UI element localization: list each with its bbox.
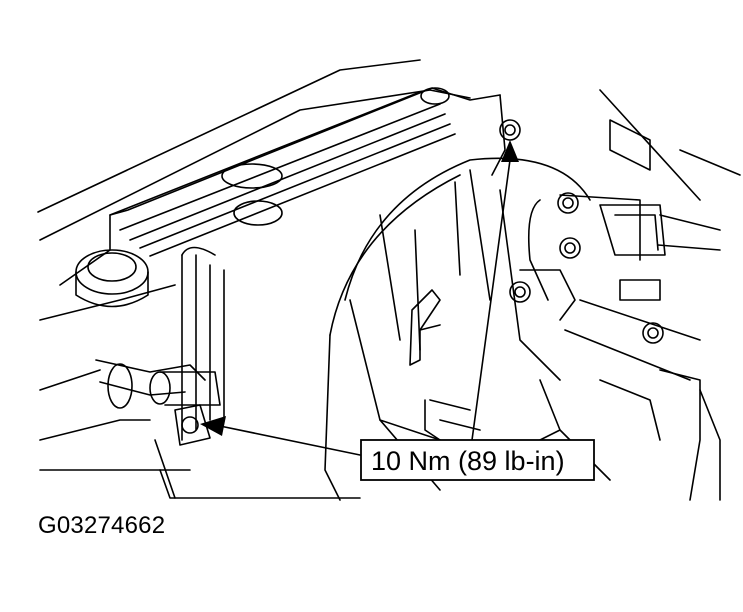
arrow-left-icon xyxy=(200,416,226,436)
hose-connector xyxy=(95,359,221,446)
radiator-housing xyxy=(37,59,506,499)
figure-id: G03274662 xyxy=(38,512,166,539)
top-tank-bumps xyxy=(221,87,450,226)
shroud-clip xyxy=(409,289,441,366)
bracket-bolt xyxy=(642,322,664,344)
bracket-bolt xyxy=(557,192,579,214)
right-bracket xyxy=(509,89,741,344)
callout-box xyxy=(360,439,595,481)
hose-bolt xyxy=(181,416,199,434)
leader-lines xyxy=(219,159,511,456)
bracket-bolt xyxy=(559,237,581,259)
torque-callout-label: 10 Nm (89 lb-in) xyxy=(371,446,565,476)
arrow-up-icon xyxy=(501,140,519,162)
bracket-bolt xyxy=(509,281,531,303)
filler-cap xyxy=(75,249,149,308)
